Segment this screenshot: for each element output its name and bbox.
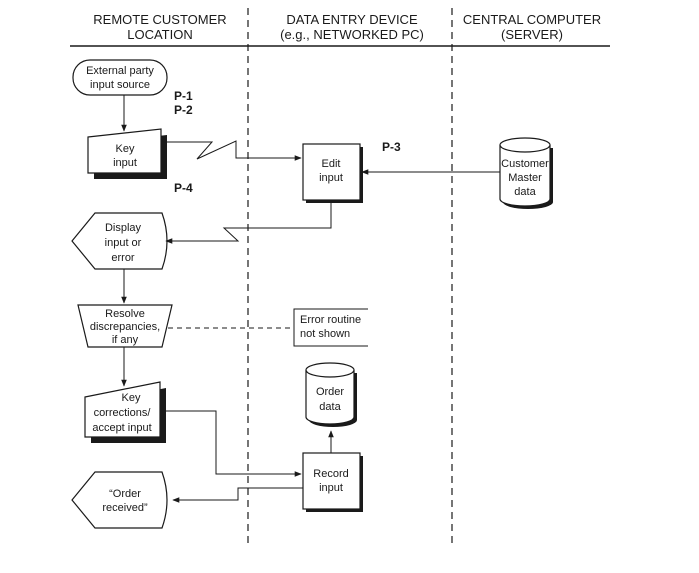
node-external-party: External party input source (72, 59, 168, 96)
record-input-line-2: input (319, 482, 343, 494)
manual-operation-shape (77, 304, 173, 348)
node-resolve-discrepancies: Resolve discrepancies, if any (77, 304, 173, 348)
customer-master-line-1: Customer (501, 158, 549, 170)
header-entry-line-2: (e.g., NETWORKED PC) (280, 27, 424, 42)
key-input-line-1: Key (116, 143, 135, 155)
manual-input-shape (87, 128, 162, 174)
external-party-line-1: External party (86, 65, 154, 77)
process-label-p4: P-4 (174, 181, 193, 195)
customer-master-line-2: Master (508, 172, 542, 184)
process-shape (302, 452, 361, 510)
order-data-line-1: Order (316, 386, 344, 398)
process-label-p2: P-2 (174, 103, 193, 117)
header-remote-line-2: LOCATION (127, 27, 193, 42)
key-corrections-line-3: accept input (92, 422, 151, 434)
terminator-shape (72, 59, 168, 96)
header-central-computer: CENTRAL COMPUTER (SERVER) (463, 12, 601, 42)
flow-key-corrections-to-record-input (160, 410, 302, 477)
header-remote-line-1: REMOTE CUSTOMER (93, 12, 226, 27)
resolve-line-1: Resolve (105, 308, 145, 320)
node-key-input: Key input (87, 128, 167, 179)
flow-key-input-to-edit-input (164, 140, 302, 161)
node-edit-input: Edit input (302, 143, 363, 203)
header-entry-line-1: DATA ENTRY DEVICE (286, 12, 418, 27)
cylinder-top (499, 137, 551, 153)
node-key-corrections: Key corrections/ accept input (84, 381, 166, 443)
header-data-entry-device: DATA ENTRY DEVICE (e.g., NETWORKED PC) (280, 12, 424, 42)
node-record-input: Record input (302, 452, 363, 512)
header-central-line-1: CENTRAL COMPUTER (463, 12, 601, 27)
key-input-line-2: input (113, 157, 137, 169)
node-display-input: Display input or error (71, 212, 168, 270)
display-input-line-1: Display (105, 222, 142, 234)
node-order-received: “Order received” (71, 471, 168, 529)
external-party-line-2: input source (90, 79, 150, 91)
cylinder-body (305, 370, 355, 425)
node-order-data: Order data (305, 362, 357, 427)
display-input-line-2: input or (105, 237, 142, 249)
node-error-routine: Error routine not shown (293, 308, 368, 347)
process-label-p3: P-3 (382, 140, 401, 154)
order-data-line-2: data (319, 401, 341, 413)
display-input-line-3: error (111, 252, 135, 264)
key-corrections-line-2: corrections/ (94, 407, 152, 419)
flow-edit-input-to-display (165, 200, 332, 244)
process-label-p1: P-1 (174, 89, 193, 103)
cylinder-top (305, 362, 355, 378)
cylinder-body (499, 145, 551, 207)
error-routine-line-1: Error routine (300, 314, 361, 326)
resolve-line-3: if any (112, 334, 139, 346)
header-remote-customer-location: REMOTE CUSTOMER LOCATION (93, 12, 226, 42)
flow-record-input-to-order-received (172, 487, 303, 503)
order-received-line-2: received” (102, 502, 148, 514)
error-routine-line-2: not shown (300, 328, 350, 340)
resolve-line-2: discrepancies, (90, 321, 160, 333)
edit-input-line-1: Edit (322, 158, 341, 170)
header-central-line-2: (SERVER) (501, 27, 563, 42)
key-corrections-line-1: Key (122, 392, 141, 404)
manual-input-shape (84, 381, 161, 438)
order-received-line-1: “Order (109, 488, 141, 500)
customer-master-line-3: data (514, 186, 536, 198)
display-shape (71, 471, 168, 529)
record-input-line-1: Record (313, 468, 348, 480)
node-customer-master-data: Customer Master data (499, 137, 553, 209)
display-shape (71, 212, 168, 270)
annotation-bracket (293, 308, 368, 347)
edit-input-line-2: input (319, 172, 343, 184)
